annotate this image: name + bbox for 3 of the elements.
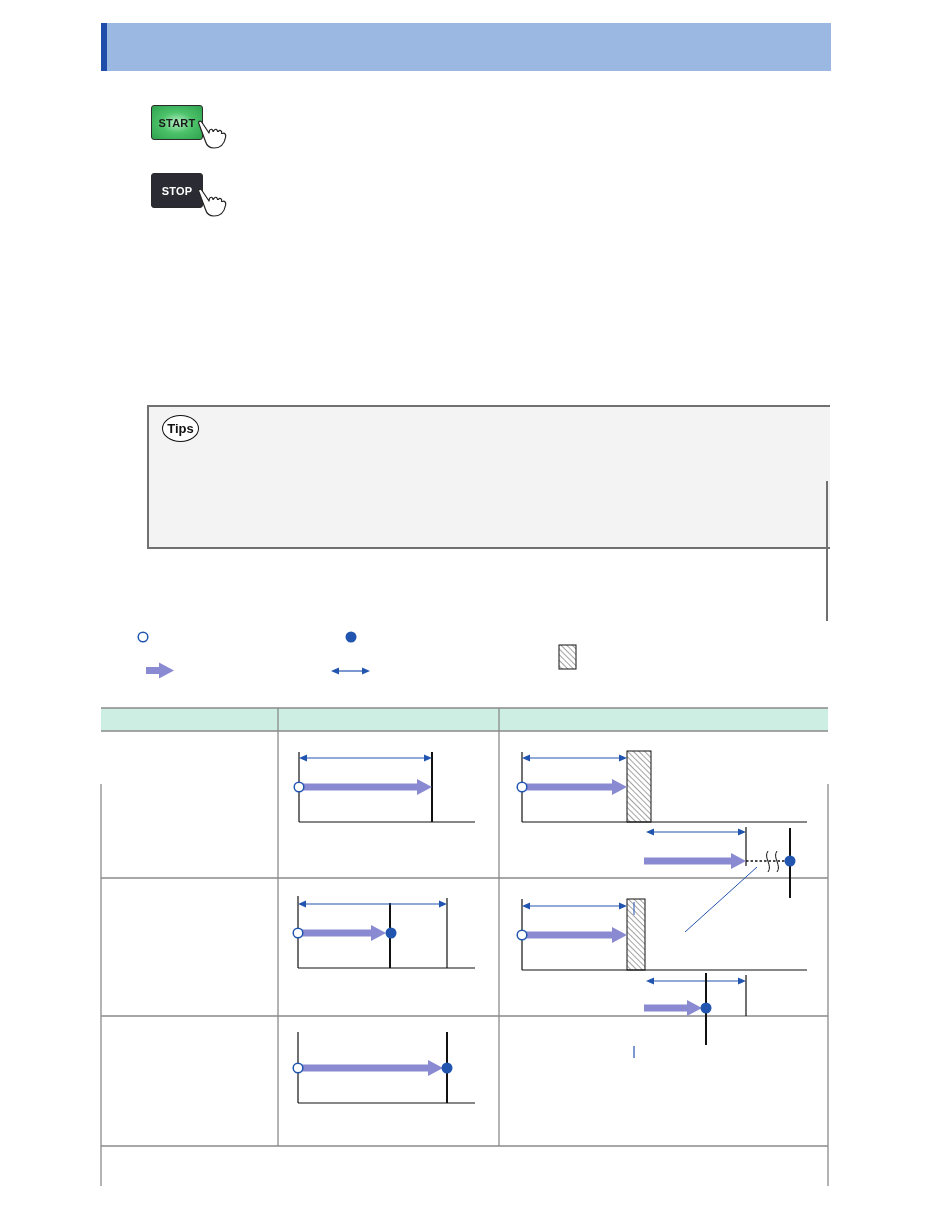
- stop-button: STOP: [151, 173, 203, 208]
- title-banner: [101, 23, 831, 71]
- start-button: START: [151, 105, 203, 140]
